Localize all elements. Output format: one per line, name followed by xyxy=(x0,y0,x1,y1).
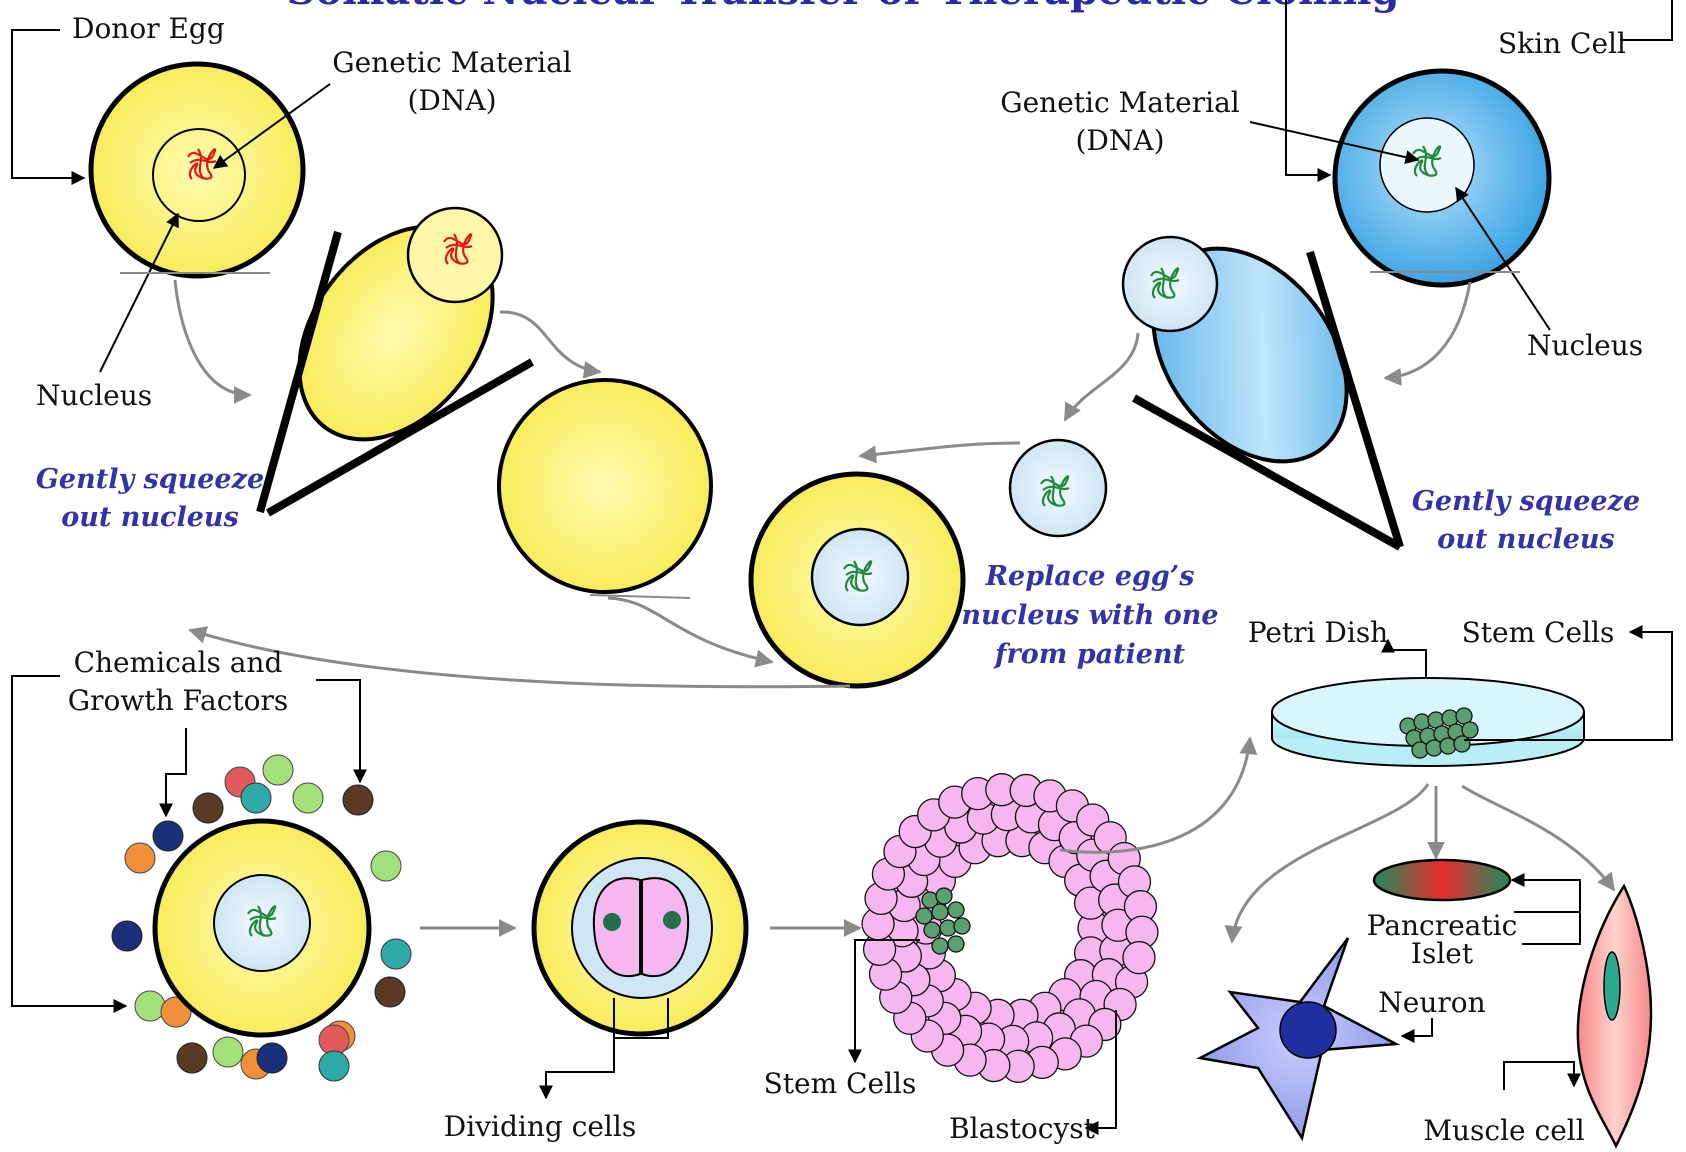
islet-bracket xyxy=(1514,912,1580,944)
label-chemicals-1: Chemicals and xyxy=(74,646,283,679)
neuron-pointer xyxy=(1402,1018,1432,1036)
skin-cell xyxy=(1335,71,1549,285)
label-islet: Islet xyxy=(1411,937,1474,970)
blastocyst-cell xyxy=(1123,942,1155,974)
inner-cell-mass-cell xyxy=(948,902,964,918)
label-growth-factors: Growth Factors xyxy=(68,684,289,717)
inner-cell-mass-cell xyxy=(954,918,970,934)
caption-replace-3: from patient xyxy=(993,639,1186,670)
reconstructed-egg xyxy=(751,474,963,686)
chemicals-bracket-left xyxy=(12,676,126,1006)
pancreatic-islet xyxy=(1374,860,1510,900)
label-blastocyst: Blastocyst xyxy=(949,1112,1096,1145)
petri-dish-pointer xyxy=(1388,640,1426,678)
diagram-title: Somatic Nuclear Transfer or Therapeutic … xyxy=(287,0,1400,14)
dish-stem-cell xyxy=(1462,722,1478,738)
inner-cell-mass-cell xyxy=(932,904,948,920)
label-genetic-material-right: Genetic Material xyxy=(1000,86,1240,119)
donor-egg-pointer xyxy=(12,30,84,178)
label-dividing-cells: Dividing cells xyxy=(444,1110,636,1143)
inner-cell-mass-cell xyxy=(936,888,952,904)
caption-replace-1: Replace egg’s xyxy=(985,561,1195,592)
label-nucleus-right: Nucleus xyxy=(1527,329,1643,362)
muscle-cell xyxy=(1578,886,1651,1146)
dividing-pointer xyxy=(546,1038,614,1098)
arrow-to-extracted-nucleus xyxy=(1065,333,1138,420)
dividing-cells-embryo xyxy=(534,822,746,1034)
muscle-pointer xyxy=(1504,1062,1574,1090)
label-muscle-cell: Muscle cell xyxy=(1423,1114,1584,1147)
label-neuron: Neuron xyxy=(1378,986,1485,1019)
inner-cell-mass-cell xyxy=(916,908,932,924)
label-dna-right: (DNA) xyxy=(1075,124,1164,157)
islet-pointer xyxy=(1512,880,1580,912)
label-donor-egg: Donor Egg xyxy=(72,12,225,45)
arrow-to-reconstructed-egg xyxy=(860,443,1020,456)
label-nucleus-left: Nucleus xyxy=(36,379,152,412)
donor-egg xyxy=(91,64,303,276)
caption-squeeze-right-2: out nucleus xyxy=(1437,524,1614,555)
chemicals-pointer xyxy=(166,728,186,816)
label-stem-cells-blastocyst: Stem Cells xyxy=(764,1067,917,1100)
inner-cell-mass-cell xyxy=(924,922,940,938)
label-genetic-material-left: Genetic Material xyxy=(332,46,572,79)
squeeze-skin-cell xyxy=(1113,211,1400,547)
arrow-to-reconstructed xyxy=(608,598,772,662)
arrow-to-enucleated xyxy=(500,312,600,372)
skin-cell-bracket xyxy=(1620,0,1672,40)
label-skin-cell: Skin Cell xyxy=(1498,27,1626,60)
caption-squeeze-left-2: out nucleus xyxy=(61,502,238,533)
enucleated-egg xyxy=(499,380,711,592)
label-dna-left: (DNA) xyxy=(407,84,496,117)
inner-cell-mass-cell xyxy=(948,936,964,952)
squeeze-egg-left xyxy=(259,189,532,513)
arrow-to-squeeze-right xyxy=(1385,282,1470,378)
neuron xyxy=(1200,938,1396,1138)
inner-cell-mass-cell xyxy=(932,938,948,954)
extracted-nucleus xyxy=(1010,440,1106,536)
label-petri-dish: Petri Dish xyxy=(1248,616,1388,649)
cultured-egg xyxy=(155,821,369,1035)
dish-stem-cell xyxy=(1454,736,1470,752)
caption-squeeze-left-1: Gently squeeze xyxy=(36,464,264,495)
caption-replace-2: nucleus with one xyxy=(961,600,1218,631)
skin-cell-pointer xyxy=(1286,0,1330,175)
label-stem-cells-dish: Stem Cells xyxy=(1462,616,1615,649)
chemicals-bracket-right xyxy=(316,680,360,782)
caption-squeeze-right-1: Gently squeeze xyxy=(1412,486,1640,517)
blastocyst xyxy=(862,774,1158,1083)
arrow-to-squeeze-left xyxy=(175,280,250,395)
